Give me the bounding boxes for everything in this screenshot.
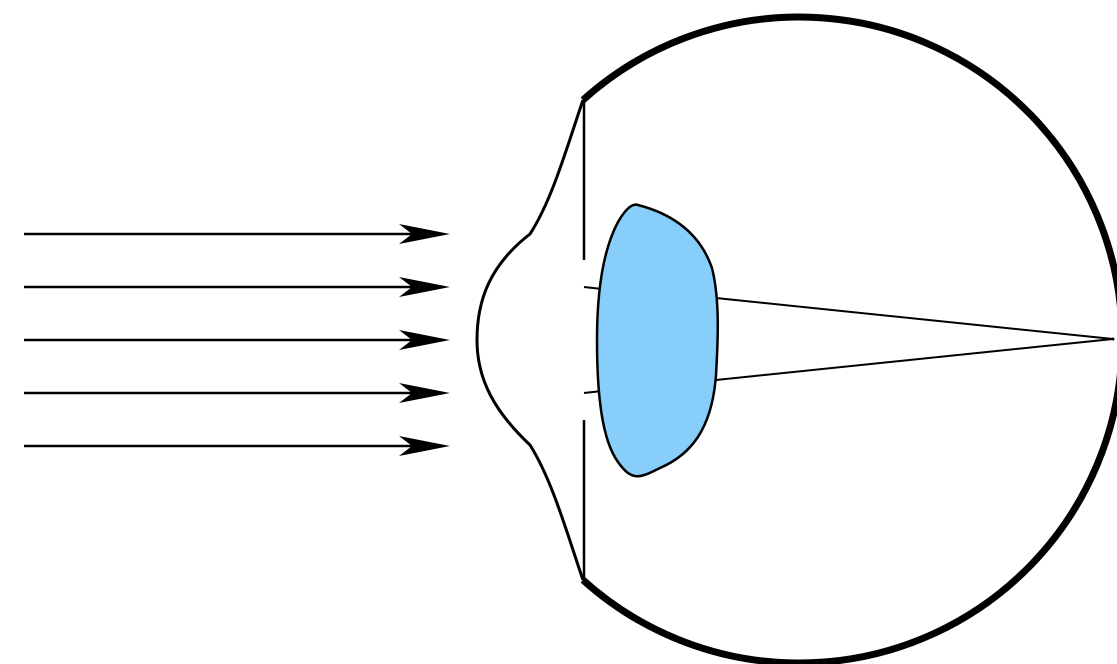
arrowhead-icon: [399, 330, 450, 350]
arrowhead-icon: [399, 277, 450, 297]
focused-rays: [715, 297, 1114, 381]
focal-point: [1111, 337, 1115, 341]
light-ray: [24, 277, 450, 297]
eyeball-outline: [580, 13, 1117, 664]
lens: [595, 203, 720, 478]
light-ray: [24, 330, 450, 350]
light-ray: [24, 224, 450, 244]
cornea: [475, 99, 585, 581]
arrowhead-icon: [399, 224, 450, 244]
incoming-light-rays: [24, 224, 450, 456]
arrowhead-icon: [399, 436, 450, 456]
light-ray: [24, 436, 450, 456]
arrowhead-icon: [399, 383, 450, 403]
light-ray: [24, 383, 450, 403]
